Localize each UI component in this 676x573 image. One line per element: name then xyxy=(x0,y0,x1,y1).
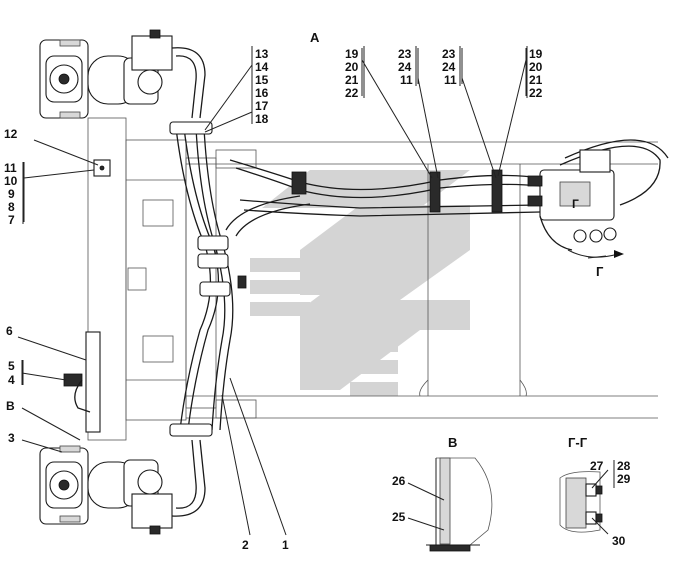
callout-12: 12 xyxy=(4,127,18,141)
callout-18: 18 xyxy=(255,112,269,126)
callout-group-7-11: 11 10 9 8 7 xyxy=(4,161,18,227)
callout-group-28-29: 28 29 xyxy=(617,459,631,486)
callout-2: 2 xyxy=(242,538,249,552)
callout-8: 8 xyxy=(8,200,15,214)
callout-group-23-11-right: 23 24 11 xyxy=(442,47,457,87)
hose-run-horizontal xyxy=(225,159,541,237)
valve-block xyxy=(527,139,669,258)
bottom-hub-assembly xyxy=(39,439,206,535)
callout-11-left: 11 xyxy=(400,73,413,87)
callout-21-right: 21 xyxy=(529,73,543,87)
left-side-parts xyxy=(63,159,111,433)
callout-b-marker: В xyxy=(6,399,15,413)
callout-19-left: 19 xyxy=(345,47,359,61)
watermark-logo xyxy=(250,170,470,396)
callout-23-left: 23 xyxy=(398,47,412,61)
detail-view-gg xyxy=(559,471,603,533)
callout-25: 25 xyxy=(392,510,406,524)
callout-3: 3 xyxy=(8,431,15,445)
top-hub-assembly xyxy=(39,29,206,119)
callout-5: 5 xyxy=(8,359,15,373)
callout-30: 30 xyxy=(612,534,626,548)
callout-13: 13 xyxy=(255,47,269,61)
callout-26: 26 xyxy=(392,474,406,488)
callout-17: 17 xyxy=(255,99,269,113)
callout-15: 15 xyxy=(255,73,269,87)
view-a-title: А xyxy=(310,30,320,45)
callout-11-right: 11 xyxy=(444,73,457,87)
callout-29: 29 xyxy=(617,472,631,486)
frame xyxy=(87,117,658,441)
callout-24-left: 24 xyxy=(398,60,412,74)
view-gg-title: Г-Г xyxy=(568,435,588,450)
callout-group-19-22-right: 19 20 21 22 xyxy=(529,47,543,100)
callout-20-right: 20 xyxy=(529,60,543,74)
callout-23-right: 23 xyxy=(442,47,456,61)
callout-20-left: 20 xyxy=(345,60,359,74)
callout-14: 14 xyxy=(255,60,269,74)
detail-view-b xyxy=(426,457,493,552)
callout-19-right: 19 xyxy=(529,47,543,61)
callout-24-right: 24 xyxy=(442,60,456,74)
callout-28: 28 xyxy=(617,459,631,473)
hose-bundle-vertical xyxy=(169,121,247,437)
callout-1: 1 xyxy=(282,538,289,552)
callout-27: 27 xyxy=(590,459,604,473)
callout-22-left: 22 xyxy=(345,86,359,100)
callout-group-13-18: 13 14 15 16 17 18 xyxy=(255,47,269,126)
callout-group-23-11-left: 23 24 11 xyxy=(398,47,413,87)
callout-4: 4 xyxy=(8,373,15,387)
callout-group-4-5: 5 4 xyxy=(8,359,15,387)
callout-22-right: 22 xyxy=(529,86,543,100)
callout-group-19-22-left: 19 20 21 22 xyxy=(345,47,359,100)
callout-21-left: 21 xyxy=(345,73,359,87)
callout-6: 6 xyxy=(6,324,13,338)
callout-separators xyxy=(22,46,615,486)
callout-16: 16 xyxy=(255,86,269,100)
section-g-marker-small: Г xyxy=(572,197,579,211)
callout-11-frame: 11 xyxy=(4,161,17,175)
callout-7: 7 xyxy=(8,213,15,227)
callout-9: 9 xyxy=(8,187,15,201)
section-g-marker: Г xyxy=(596,264,604,279)
callout-10: 10 xyxy=(4,174,18,188)
view-b-title: В xyxy=(448,435,457,450)
leader-lines xyxy=(17,48,615,536)
